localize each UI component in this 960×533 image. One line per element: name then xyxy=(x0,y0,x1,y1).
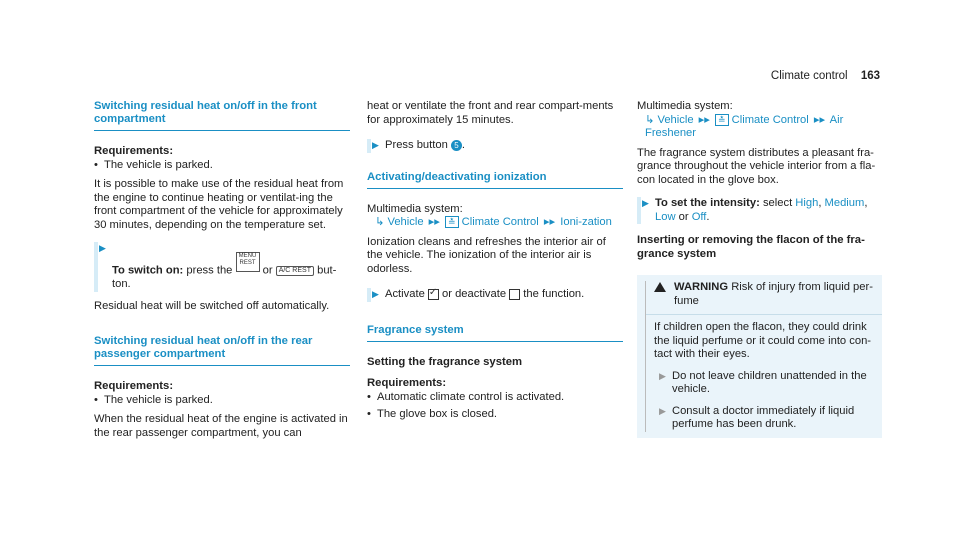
ac-rest-button-icon: A/C REST xyxy=(275,265,314,276)
column-1: Switching residual heat on/off in the fr… xyxy=(94,100,350,440)
nav-path: ↳ Vehicle ▸▸ ≛ Climate Control ▸▸ Ioni-z… xyxy=(367,216,623,230)
step-arrow-icon: ▶ xyxy=(642,198,649,208)
menu-rest-button-icon: MENU REST xyxy=(235,252,260,272)
warning-text: Risk of injury from liquid per-fume xyxy=(674,281,873,307)
requirement-item: The vehicle is parked. xyxy=(94,394,350,408)
option-medium: Medium xyxy=(824,197,865,209)
subheading-flacon: Inserting or removing the flacon of the … xyxy=(637,234,865,260)
step-or: or xyxy=(678,210,689,223)
climate-fan-icon: ≛ xyxy=(715,113,729,126)
requirements-title: Requirements: xyxy=(94,145,174,157)
requirements-title: Requirements: xyxy=(367,377,447,389)
nav-air-freshener: Air Freshener xyxy=(645,113,844,140)
requirement-item: The vehicle is parked. xyxy=(94,159,350,173)
step-or: or xyxy=(262,264,273,277)
warning-step: ▶ Do not leave children unattended in th… xyxy=(654,370,874,397)
warning-icon xyxy=(654,282,666,292)
step-arrow-icon: ▶ xyxy=(659,370,666,381)
warning-title: WARNING xyxy=(674,281,729,293)
step-arrow-icon: ▶ xyxy=(99,243,106,253)
option-low: Low xyxy=(655,210,676,223)
warning-body: If children open the flacon, they could … xyxy=(654,321,872,360)
warning-step-text: Consult a doctor immediately if liquid p… xyxy=(672,404,855,431)
enter-arrow-icon: ↳ xyxy=(645,113,655,126)
nav-chevron-icon: ▸▸ xyxy=(698,113,710,126)
page-number: 163 xyxy=(860,70,880,82)
section-title: Climate control xyxy=(770,70,848,82)
instruction-step: ▶ Activate or deactivate the function. xyxy=(367,286,623,302)
instruction-step: ▶ To switch on: press the MENU REST or A… xyxy=(94,242,350,292)
nav-chevron-icon: ▸▸ xyxy=(813,113,826,126)
step-label: To switch on: xyxy=(112,264,184,277)
checked-box-icon xyxy=(427,286,439,300)
option-off: Off xyxy=(691,210,707,223)
requirement-item: The glove box is closed. xyxy=(367,408,623,422)
column-2: heat or ventilate the front and rear com… xyxy=(367,100,623,422)
multimedia-label: Multimedia system: xyxy=(637,100,733,112)
body-paragraph: It is possible to make use of the residu… xyxy=(94,178,344,231)
subheading-setting: Setting the fragrance system xyxy=(367,355,523,368)
option-high: High xyxy=(795,197,819,209)
step-text: Press button xyxy=(385,139,448,151)
button-number-badge: 5 xyxy=(450,140,462,151)
nav-vehicle: Vehicle xyxy=(387,216,424,228)
step-text: Activate xyxy=(385,288,425,300)
requirement-item: Automatic climate control is activated. xyxy=(367,391,623,405)
step-arrow-icon: ▶ xyxy=(372,140,379,150)
body-paragraph: The fragrance system distributes a pleas… xyxy=(637,146,876,186)
nav-chevron-icon: ▸▸ xyxy=(543,216,556,228)
nav-climate: Climate Control xyxy=(461,216,539,228)
step-arrow-icon: ▶ xyxy=(372,289,379,299)
requirements-title: Requirements: xyxy=(94,380,174,392)
page-header: Climate control 163 xyxy=(771,70,880,84)
step-label: To set the intensity: xyxy=(655,197,760,209)
enter-arrow-icon: ↳ xyxy=(375,216,385,228)
step-text: press the xyxy=(186,264,233,277)
warning-step-text: Do not leave children unattended in the … xyxy=(672,369,867,396)
multimedia-label: Multimedia system: xyxy=(367,202,463,215)
warning-step: ▶ Consult a doctor immediately if liquid… xyxy=(654,405,874,432)
nav-path: ↳ Vehicle ▸▸ ≛ Climate Control ▸▸ Air Fr… xyxy=(637,113,882,141)
warning-box: WARNING Risk of injury from liquid per-f… xyxy=(637,275,882,438)
nav-vehicle: Vehicle xyxy=(657,113,694,126)
nav-ionization: Ioni-zation xyxy=(560,216,612,228)
climate-fan-icon: ≛ xyxy=(445,216,459,228)
heading-rear-residual: Switching residual heat on/off in the re… xyxy=(94,335,350,366)
column-3: Multimedia system: ↳ Vehicle ▸▸ ≛ Climat… xyxy=(637,100,882,438)
nav-chevron-icon: ▸▸ xyxy=(428,216,440,228)
result-text: Residual heat will be switched off autom… xyxy=(94,299,330,312)
instruction-step: ▶ To set the intensity: select High, Med… xyxy=(637,197,882,224)
instruction-step: ▶ Press button 5. xyxy=(367,139,623,153)
step-text-end: but-ton. xyxy=(112,264,337,291)
heading-ionization: Activating/deactivating ionization xyxy=(367,171,623,189)
heading-fragrance: Fragrance system xyxy=(367,324,623,342)
body-paragraph: Ionization cleans and refreshes the inte… xyxy=(367,235,606,275)
step-arrow-icon: ▶ xyxy=(659,405,666,416)
step-text: select xyxy=(762,197,793,209)
empty-box-icon xyxy=(509,288,521,300)
step-text: or deactivate xyxy=(442,288,507,300)
nav-climate: Climate Control xyxy=(731,113,809,126)
heading-front-residual: Switching residual heat on/off in the fr… xyxy=(94,100,350,131)
body-paragraph: When the residual heat of the engine is … xyxy=(94,413,348,439)
step-text: the function. xyxy=(523,288,585,300)
body-paragraph: heat or ventilate the front and rear com… xyxy=(367,100,614,126)
